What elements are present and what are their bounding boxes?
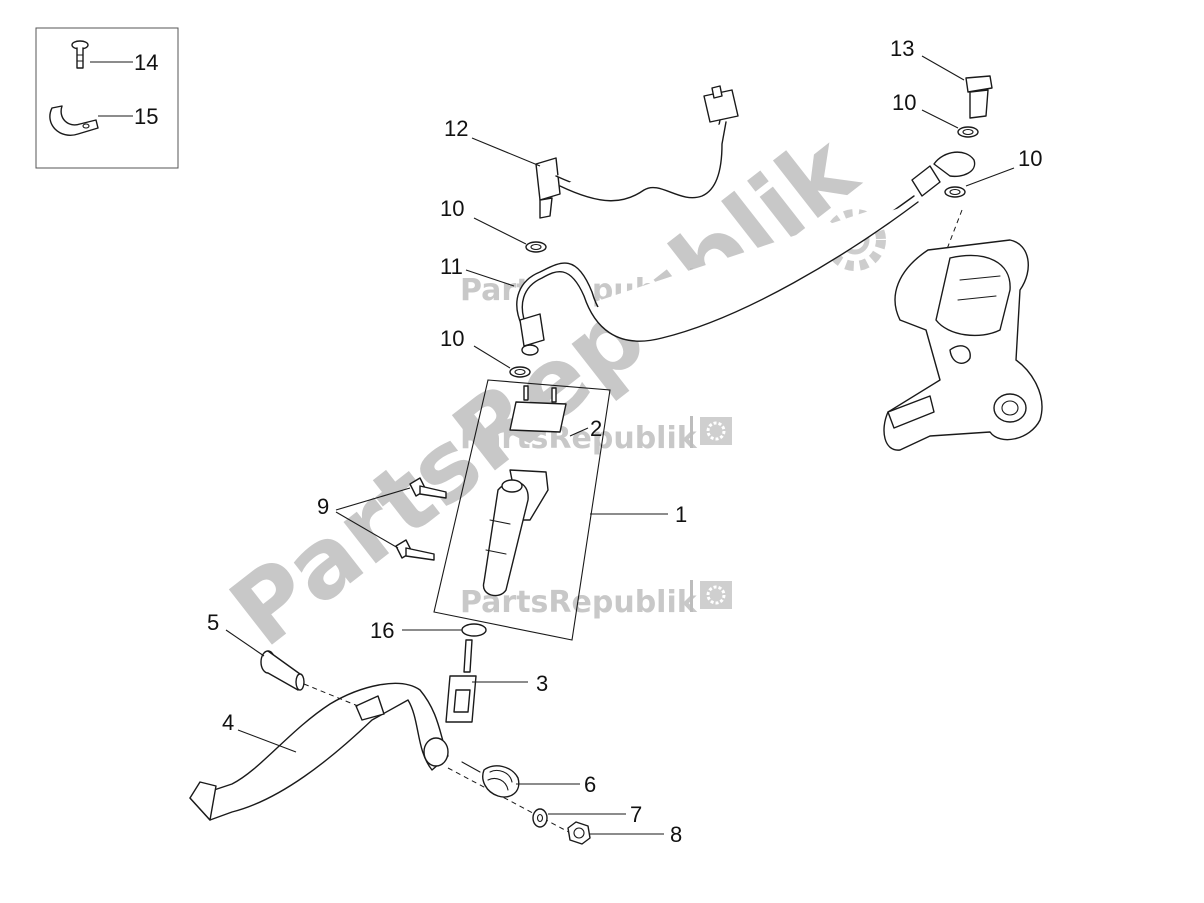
callout-13: 13 [890, 36, 914, 61]
master-cylinder-kit-outline [433, 379, 611, 641]
push-rod-3-part [445, 639, 477, 723]
callout-2: 2 [590, 416, 602, 441]
gear-flag-icon [700, 417, 732, 445]
washer-10-lower-left [509, 366, 531, 378]
callout-10-right: 10 [1018, 146, 1042, 171]
pin-5-part [260, 650, 305, 691]
callout-10-lower-left: 10 [440, 326, 464, 351]
inset-box [35, 27, 179, 169]
callout-16: 16 [370, 618, 394, 643]
callout-7: 7 [630, 802, 642, 827]
leader-12 [471, 137, 541, 167]
washer-10-upper-left [525, 241, 547, 253]
brake-hose-11-part [516, 151, 976, 356]
bolt-9-lower-part [395, 539, 435, 561]
screw-14-part [71, 40, 89, 69]
callout-10-top-right: 10 [892, 90, 916, 115]
leader-10a [473, 217, 527, 245]
brake-switch-12-part [535, 85, 739, 219]
callout-15: 15 [134, 104, 158, 129]
clamp-15-part [49, 105, 99, 136]
leader-11 [465, 269, 515, 287]
leader-10b [473, 345, 511, 369]
callout-3: 3 [536, 671, 548, 696]
leader-2 [569, 427, 589, 437]
master-cylinder-1-part [482, 469, 549, 597]
leader-13 [921, 55, 965, 81]
leader-9a [335, 487, 411, 511]
leader-4 [237, 729, 297, 753]
axis-5 [303, 683, 359, 707]
callout-6: 6 [584, 772, 596, 797]
callout-8: 8 [670, 822, 682, 847]
rear-caliper-part [883, 239, 1043, 451]
leader-5 [225, 629, 265, 657]
spring-6-part [461, 761, 520, 798]
callout-4: 4 [222, 710, 234, 735]
banjo-bolt-13-part [965, 75, 993, 119]
callout-14: 14 [134, 50, 158, 75]
callout-11: 11 [440, 254, 463, 279]
gear-flag-icon [700, 581, 732, 609]
leader-10c [921, 109, 959, 129]
brake-pedal-part [189, 682, 449, 821]
watermark-banner-2: PartsRepublik [460, 416, 732, 456]
washer-10-top-right [957, 126, 979, 138]
washer-10-right [944, 186, 966, 198]
callout-10-upper-left: 10 [440, 196, 464, 221]
leader-10d [965, 167, 1015, 187]
axis-pivot [447, 767, 581, 839]
callout-5: 5 [207, 610, 219, 635]
leader-9b [335, 511, 399, 549]
bolt-9-upper-part [409, 477, 447, 499]
seal-16-part [461, 623, 487, 637]
callout-12: 12 [444, 116, 468, 141]
callout-9: 9 [317, 494, 329, 519]
watermark-banner-text: PartsRepublik [460, 421, 698, 456]
reservoir-2-part [509, 385, 567, 433]
nut-8-part [567, 821, 591, 845]
washer-7-part [532, 808, 548, 828]
callout-1: 1 [675, 502, 687, 527]
